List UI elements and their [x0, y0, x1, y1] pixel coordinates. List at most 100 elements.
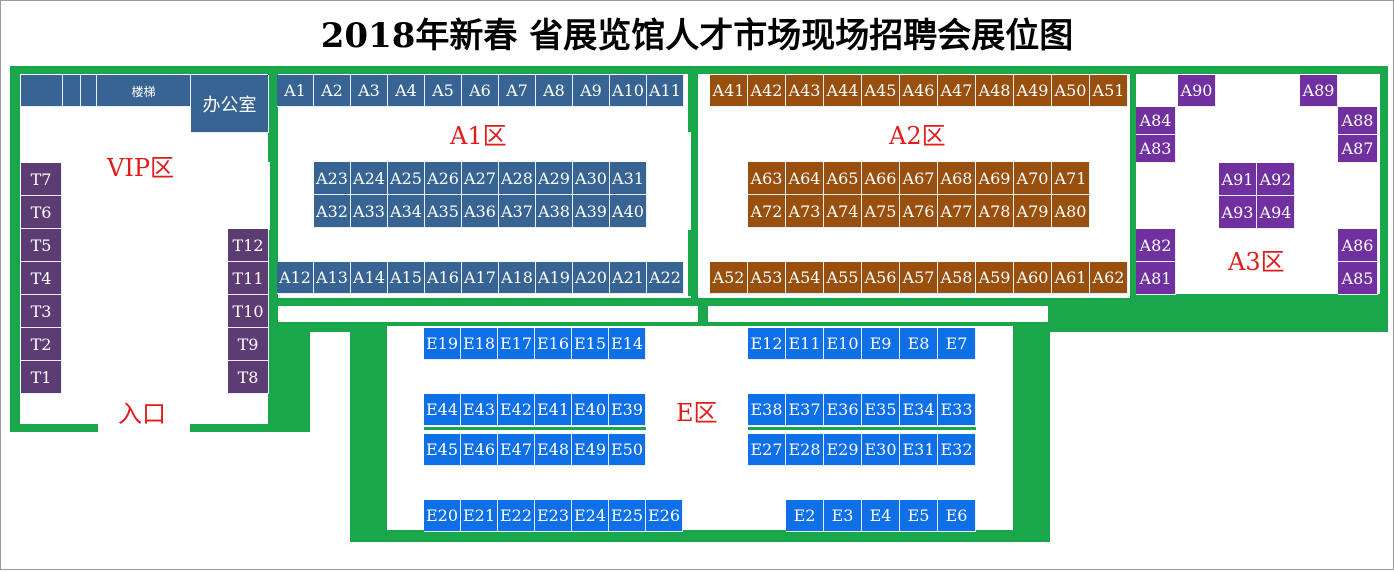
booth-e39: E39 [609, 394, 646, 426]
booth-a80: A80 [1052, 195, 1090, 228]
booth-t7: T7 [21, 163, 62, 196]
hall-east-gap [1050, 332, 1394, 572]
booth-a66: A66 [862, 162, 900, 195]
booth-e31: E31 [900, 434, 938, 466]
booth-e2: E2 [786, 500, 824, 532]
booth-e15: E15 [572, 328, 609, 360]
hall-corridor-right [708, 306, 1048, 322]
wall-stub-vip-bottom [268, 230, 276, 426]
booth-a22: A22 [647, 262, 684, 294]
booth-a91: A91 [1219, 163, 1257, 196]
booth-a31: A31 [610, 162, 647, 195]
booth-e16: E16 [535, 328, 572, 360]
booth-a44: A44 [824, 75, 862, 107]
booth-a4: A4 [388, 75, 425, 107]
booth-a28: A28 [499, 162, 536, 195]
a1-zone-label: A1区 [450, 122, 507, 150]
booth-e12: E12 [748, 328, 786, 360]
booth-a63: A63 [748, 162, 786, 195]
wall-stub-a1-top [688, 74, 696, 132]
stairs-block: 楼梯 [97, 75, 191, 107]
booth-a32: A32 [314, 195, 351, 228]
entrance-label: 入口 [118, 400, 166, 428]
booth-a29: A29 [536, 162, 573, 195]
booth-e46: E46 [461, 434, 498, 466]
stair-cell-1 [21, 75, 63, 107]
booth-e28: E28 [786, 434, 824, 466]
booth-a21: A21 [610, 262, 647, 294]
booth-a68: A68 [938, 162, 976, 195]
booth-a49: A49 [1014, 75, 1052, 107]
booth-e30: E30 [862, 434, 900, 466]
booth-a10: A10 [610, 75, 647, 107]
a2-zone-label: A2区 [889, 122, 946, 150]
booth-e4: E4 [862, 500, 900, 532]
e-zone-label: E区 [676, 399, 718, 427]
booth-a94: A94 [1257, 196, 1295, 229]
booth-a23: A23 [314, 162, 351, 195]
booth-t10: T10 [228, 295, 269, 328]
booth-a57: A57 [900, 262, 938, 294]
booth-e35: E35 [862, 394, 900, 426]
page-title: 2018年新春 省展览馆人才市场现场招聘会展位图 [320, 16, 1074, 56]
booth-a3: A3 [351, 75, 388, 107]
booth-e37: E37 [786, 394, 824, 426]
booth-e26: E26 [646, 500, 683, 532]
booth-a18: A18 [499, 262, 536, 294]
booth-e44: E44 [424, 394, 461, 426]
booth-e8: E8 [900, 328, 938, 360]
booth-a89: A89 [1300, 75, 1338, 107]
booth-e14: E14 [609, 328, 646, 360]
stair-cell-2 [63, 75, 81, 107]
office-block: 办公室 [191, 75, 269, 133]
booth-a85: A85 [1338, 262, 1378, 295]
hall-corridor [278, 306, 698, 322]
booth-a78: A78 [976, 195, 1014, 228]
booth-t5: T5 [21, 229, 62, 262]
a3-zone-label: A3区 [1228, 248, 1285, 276]
booth-a87: A87 [1338, 135, 1378, 163]
booth-a75: A75 [862, 195, 900, 228]
booth-a81: A81 [1136, 262, 1176, 295]
booth-a43: A43 [786, 75, 824, 107]
booth-a84: A84 [1136, 107, 1176, 135]
vip-zone-label: VIP区 [107, 154, 174, 182]
booth-e40: E40 [572, 394, 609, 426]
booth-a20: A20 [573, 262, 610, 294]
booth-t2: T2 [21, 328, 62, 361]
booth-e11: E11 [786, 328, 824, 360]
booth-e27: E27 [748, 434, 786, 466]
wall-stub-a1-bottom [688, 230, 696, 296]
booth-a65: A65 [824, 162, 862, 195]
booth-t3: T3 [21, 295, 62, 328]
booth-a9: A9 [573, 75, 610, 107]
booth-e25: E25 [609, 500, 646, 532]
booth-a39: A39 [573, 195, 610, 228]
booth-a48: A48 [976, 75, 1014, 107]
booth-a67: A67 [900, 162, 938, 195]
booth-a2: A2 [314, 75, 351, 107]
booth-e20: E20 [424, 500, 461, 532]
booth-a5: A5 [425, 75, 462, 107]
booth-a24: A24 [351, 162, 388, 195]
booth-a19: A19 [536, 262, 573, 294]
booth-a37: A37 [499, 195, 536, 228]
booth-a76: A76 [900, 195, 938, 228]
booth-e49: E49 [572, 434, 609, 466]
booth-e7: E7 [938, 328, 976, 360]
booth-a41: A41 [710, 75, 748, 107]
booth-a71: A71 [1052, 162, 1090, 195]
booth-a53: A53 [748, 262, 786, 294]
booth-a35: A35 [425, 195, 462, 228]
booth-a26: A26 [425, 162, 462, 195]
booth-a38: A38 [536, 195, 573, 228]
booth-a51: A51 [1090, 75, 1128, 107]
booth-a54: A54 [786, 262, 824, 294]
booth-t9: T9 [228, 328, 269, 361]
booth-e33: E33 [938, 394, 976, 426]
booth-a60: A60 [1014, 262, 1052, 294]
booth-a8: A8 [536, 75, 573, 107]
booth-e29: E29 [824, 434, 862, 466]
booth-e19: E19 [424, 328, 461, 360]
